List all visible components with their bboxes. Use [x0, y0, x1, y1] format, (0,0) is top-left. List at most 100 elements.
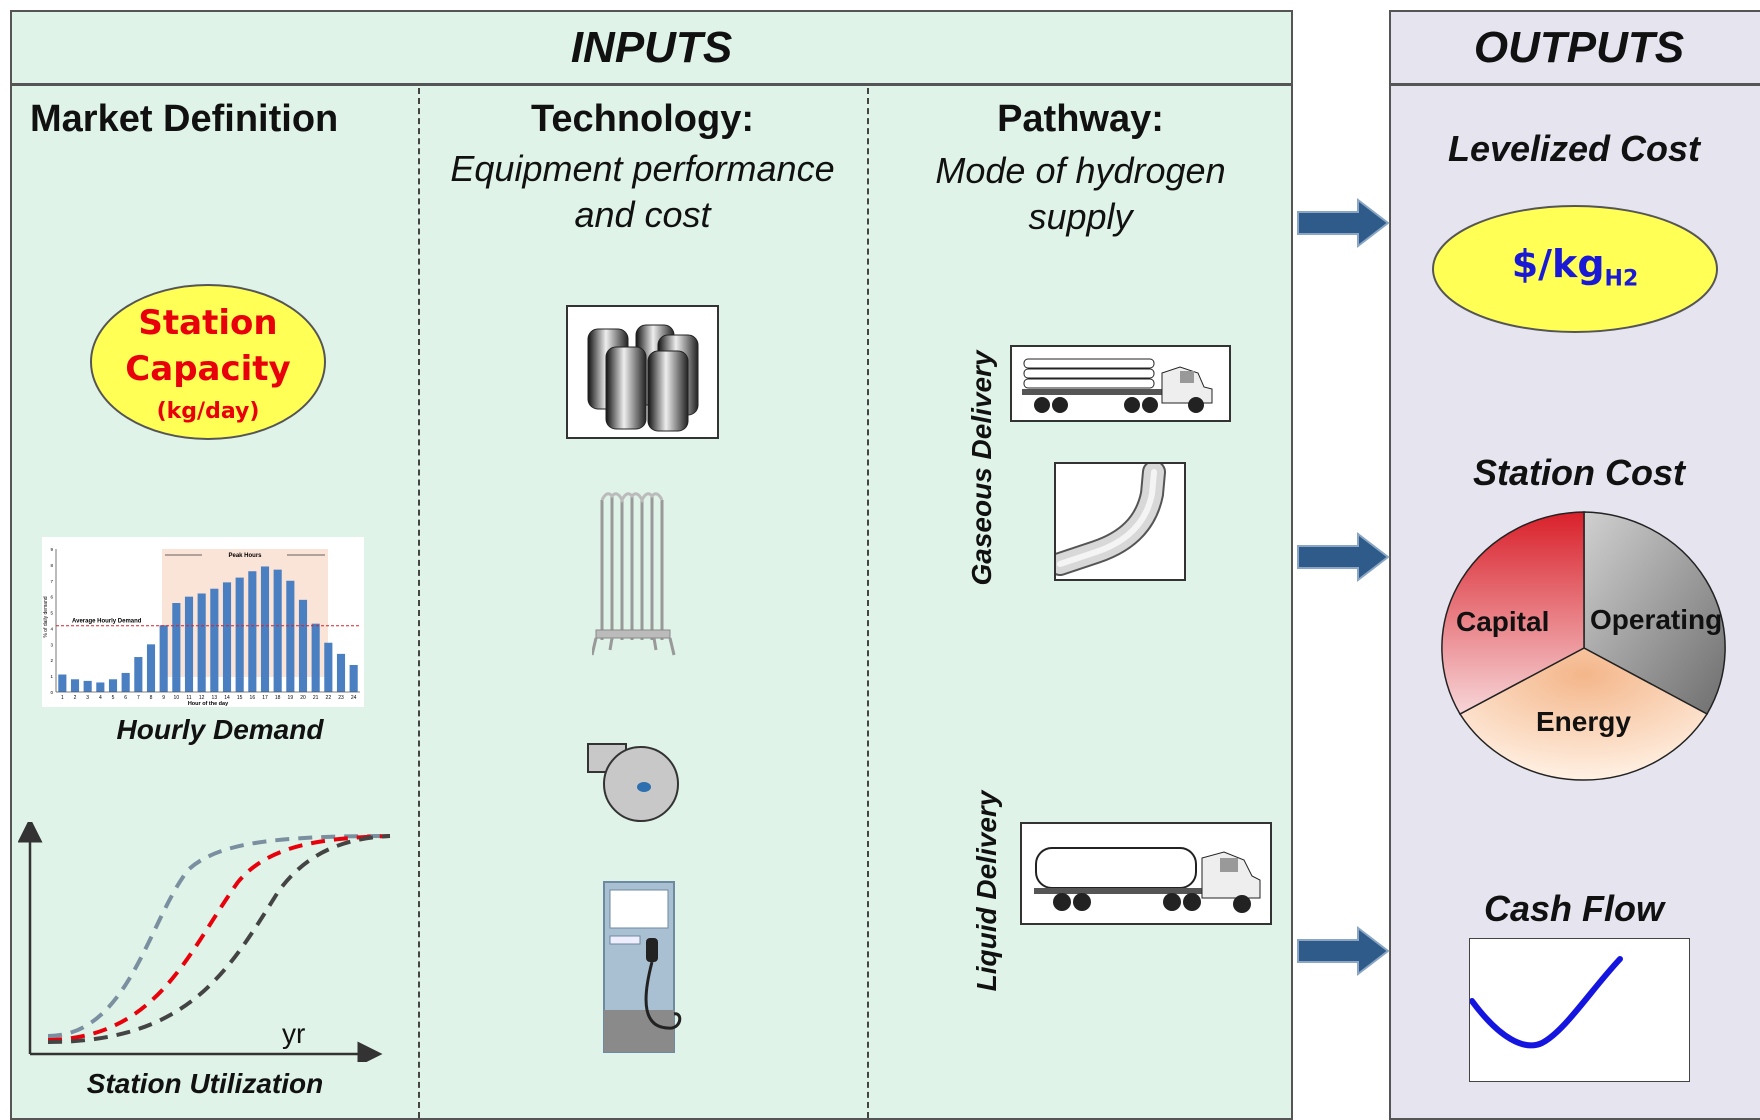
hourly-bar	[210, 588, 219, 692]
capacity-line1: Station	[138, 303, 278, 343]
levelized-cost-ellipse	[1432, 205, 1718, 333]
hourly-bar	[134, 657, 143, 692]
hour-tick-label: 10	[174, 695, 180, 701]
technology-subtitle-line2: and cost	[574, 194, 711, 235]
arrow-to-station-cost	[1297, 531, 1390, 583]
technology-subtitle: Equipment performance and cost	[420, 146, 865, 238]
station-capacity-ellipse	[90, 284, 326, 440]
utilization-curve-slow	[47, 834, 391, 1044]
hour-tick-label: 19	[288, 695, 294, 701]
utilization-axis-label: yr	[282, 1018, 306, 1049]
average-label: Average Hourly Demand	[72, 619, 142, 625]
hour-tick-label: 1	[61, 695, 64, 701]
y-tick-label: 7	[50, 579, 53, 584]
y-axis-label: % of daily demand	[43, 596, 49, 637]
liquid-tanker-icon	[1034, 847, 1261, 913]
column-divider	[867, 88, 869, 1118]
storage-tanks-icon	[587, 324, 699, 432]
hour-tick-label: 23	[338, 695, 344, 701]
hourly-bar	[184, 596, 194, 692]
x-axis-label: Hour of the day	[188, 701, 229, 707]
cash-flow-chart	[1469, 938, 1690, 1082]
hourly-bar	[260, 566, 270, 692]
pie-slice-capital	[1441, 511, 1585, 716]
pipeline-box	[1048, 460, 1186, 581]
y-tick-label: 6	[50, 595, 53, 600]
y-tick-label: 3	[50, 642, 53, 647]
station-utilization-caption: Station Utilization	[86, 1068, 324, 1099]
outputs-header-title: OUTPUTS	[1473, 23, 1685, 72]
pathway-subtitle-line1: Mode of hydrogen	[935, 150, 1226, 191]
dispenser-icon	[603, 881, 682, 1053]
pathway-title: Pathway:	[997, 98, 1164, 140]
hourly-bar	[273, 569, 282, 692]
column-divider	[418, 88, 420, 1118]
hourly-bar	[298, 599, 308, 692]
station-cost-pie	[1441, 511, 1726, 781]
hour-tick-label: 12	[199, 695, 205, 701]
hourly-bar	[235, 577, 244, 692]
hourly-bar	[172, 603, 181, 692]
hour-tick-label: 5	[112, 695, 115, 701]
y-tick-label: 9	[50, 547, 53, 552]
y-tick-label: 4	[50, 626, 53, 631]
hour-tick-label: 18	[275, 695, 281, 701]
y-tick-label: 5	[50, 611, 53, 616]
arrow-to-levelized-cost	[1297, 197, 1390, 249]
pathway-subtitle-line2: supply	[1028, 196, 1133, 237]
hourly-bar	[108, 679, 118, 692]
gaseous-delivery-label: Gaseous Delivery	[966, 350, 997, 586]
hourly-bar	[286, 580, 295, 692]
hourly-bar	[83, 680, 92, 692]
outputs-header: OUTPUTS	[1389, 10, 1760, 86]
hour-tick-label: 7	[137, 695, 140, 701]
hour-tick-label: 17	[262, 695, 268, 701]
technology-subtitle-line1: Equipment performance	[450, 148, 835, 189]
pie-label-capital: Capital	[1456, 606, 1550, 637]
hourly-bar	[197, 593, 206, 692]
hour-tick-label: 9	[162, 695, 165, 701]
hour-tick-label: 4	[99, 695, 102, 701]
hour-tick-label: 22	[326, 695, 332, 701]
hour-tick-label: 24	[351, 695, 357, 701]
hour-tick-label: 20	[300, 695, 306, 701]
hourly-bar	[96, 682, 105, 692]
hour-tick-label: 21	[313, 695, 319, 701]
capacity-unit: (kg/day)	[156, 399, 260, 424]
pathway-subtitle: Mode of hydrogen supply	[868, 148, 1293, 240]
pie-label-operating: Operating	[1590, 604, 1723, 635]
utilization-curve-fast	[47, 834, 391, 1038]
market-definition-title: Market Definition	[30, 98, 339, 140]
heat-exchanger-icon	[592, 492, 676, 656]
hour-tick-label: 2	[74, 695, 77, 701]
technology-title: Technology:	[530, 98, 755, 140]
station-capacity-label: Station Capacity (kg/day)	[88, 300, 328, 432]
hourly-demand-caption: Hourly Demand	[116, 714, 324, 745]
hour-tick-label: 14	[224, 695, 230, 701]
pipeline-icon	[1048, 460, 1166, 576]
hourly-bar	[146, 644, 156, 692]
hourly-bar	[311, 623, 320, 692]
hourly-bar	[248, 571, 257, 692]
hourly-bar	[121, 672, 130, 692]
liquid-tanker-box	[1020, 822, 1272, 925]
hourly-bar	[58, 674, 67, 692]
tube-trailer-box	[1010, 345, 1231, 422]
storage-tanks-box	[566, 305, 719, 439]
hour-tick-label: 13	[212, 695, 218, 701]
capacity-line2: Capacity	[125, 349, 291, 389]
hourly-bar	[336, 653, 346, 692]
levelized-unit-main: $/kg	[1511, 242, 1605, 286]
y-tick-label: 1	[50, 674, 53, 679]
peak-hours-label: Peak Hours	[228, 553, 262, 559]
hourly-bar	[159, 625, 168, 692]
hour-tick-label: 15	[237, 695, 243, 701]
utilization-curve-mid	[47, 834, 391, 1042]
hour-tick-label: 16	[250, 695, 256, 701]
inputs-header: INPUTS	[10, 10, 1293, 86]
hour-tick-label: 8	[150, 695, 153, 701]
hourly-bar	[70, 679, 80, 692]
station-utilization-chart	[18, 822, 391, 1062]
levelized-unit-sub: H2	[1604, 266, 1639, 292]
